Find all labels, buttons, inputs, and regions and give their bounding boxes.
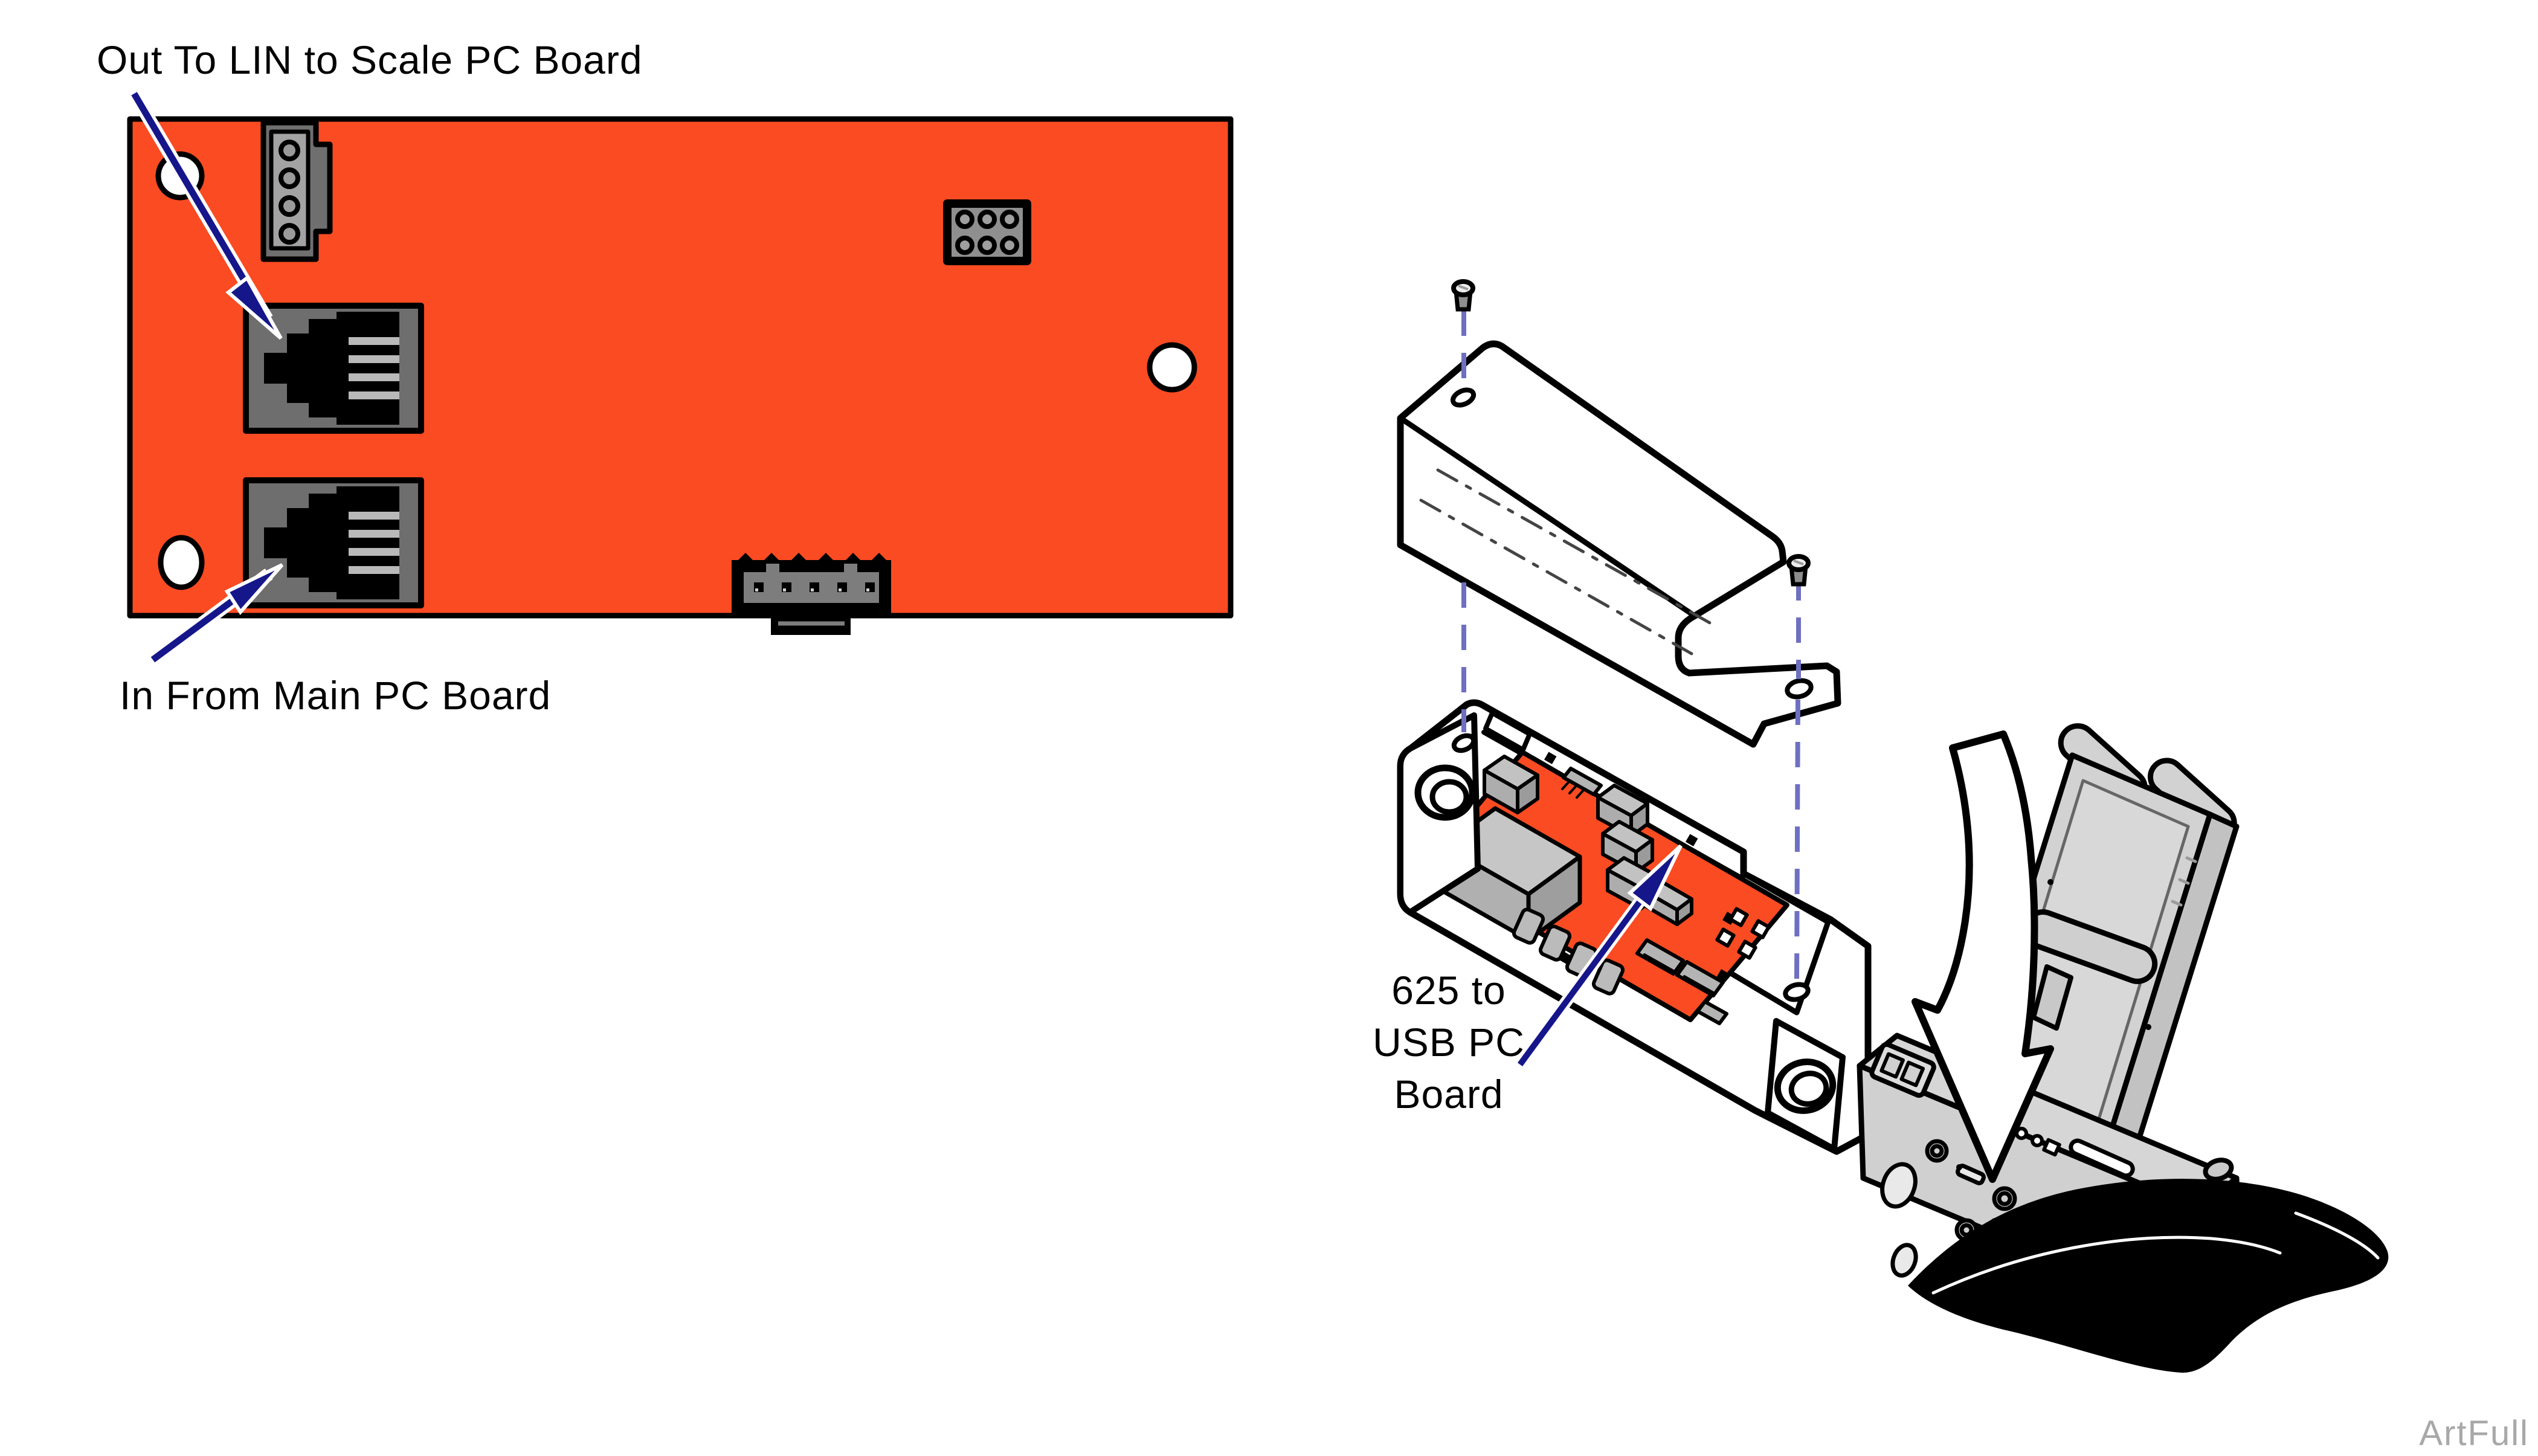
cover-screw-hole-right: [1785, 678, 1814, 700]
enclosure-vent-squares: [1715, 907, 1771, 960]
connector-5pin-bottom: [732, 553, 891, 635]
label-out-to-lin: Out To LIN to Scale PC Board: [97, 37, 643, 82]
rj-jack-in: [243, 477, 424, 608]
screw-icon-right: [1786, 554, 1811, 587]
rotate-arrow-icon: [1912, 730, 2054, 1183]
label-usb-board: 625 to USB PC Board: [1373, 968, 1525, 1116]
enclosure-end-cap: [1397, 712, 1481, 915]
screw-icon-left: [1451, 279, 1475, 312]
mounting-hole-right: [1147, 342, 1197, 393]
support-post: [2031, 964, 2073, 1031]
label-usb-line1: 625 to: [1391, 968, 1506, 1013]
leader-arrow-out: [128, 90, 283, 340]
cover-outline: [1397, 340, 1841, 748]
board-sip-header: [1561, 767, 1603, 799]
cover-bend-mark-2: [1419, 498, 1693, 656]
board-capacitors: [1512, 907, 1625, 996]
watermark: ArtFull: [2419, 1414, 2529, 1453]
cover-fold-line: [1397, 415, 1695, 617]
enclosure-screw-hole-left: [1451, 733, 1477, 753]
cover-panel: [1397, 340, 1841, 748]
pad-seam-1: [1931, 1235, 2282, 1295]
scale-pc-board: [127, 116, 1234, 635]
cover-screw-hole-left: [1450, 387, 1477, 408]
leader-arrow-usb: [1515, 844, 1683, 1068]
usb-enclosure: [1397, 699, 1872, 1155]
pad-seam-2: [2294, 1211, 2380, 1260]
label-in-from-main: In From Main PC Board: [120, 673, 551, 718]
header-6pin: [943, 199, 1031, 265]
board-pin-headers: [1635, 938, 1725, 997]
chassis-badge: [1869, 1042, 1936, 1098]
label-usb-line3: Board: [1394, 1072, 1503, 1116]
chassis-slot: [2069, 1138, 2135, 1178]
front-panel-ring-inner: [1788, 1071, 1829, 1107]
label-usb-line2: USB PC: [1373, 1020, 1525, 1065]
board-rj-jack: [1483, 755, 1539, 814]
connector-pins: [754, 582, 875, 592]
cover-bend-mark-1: [1436, 468, 1713, 625]
fastener-guides: [1451, 279, 1811, 982]
back-wall-tab: [1483, 710, 1532, 752]
mounting-hole-bottom-left: [158, 535, 205, 590]
exam-table-base: [1857, 723, 2389, 1373]
chassis-knob: [2203, 1158, 2234, 1182]
leader-arrow-in: [149, 563, 284, 665]
enclosure-front-panel: [1765, 1018, 1846, 1152]
board-small-connector: [1696, 1000, 1728, 1025]
power-connector-4pin: [260, 120, 333, 262]
guide-line-right-lower: [1794, 699, 1800, 982]
enclosure-screw-hole-right: [1783, 982, 1811, 1002]
end-cap-ring-inner: [1429, 779, 1469, 815]
seat-upholstery: [1908, 1179, 2389, 1373]
